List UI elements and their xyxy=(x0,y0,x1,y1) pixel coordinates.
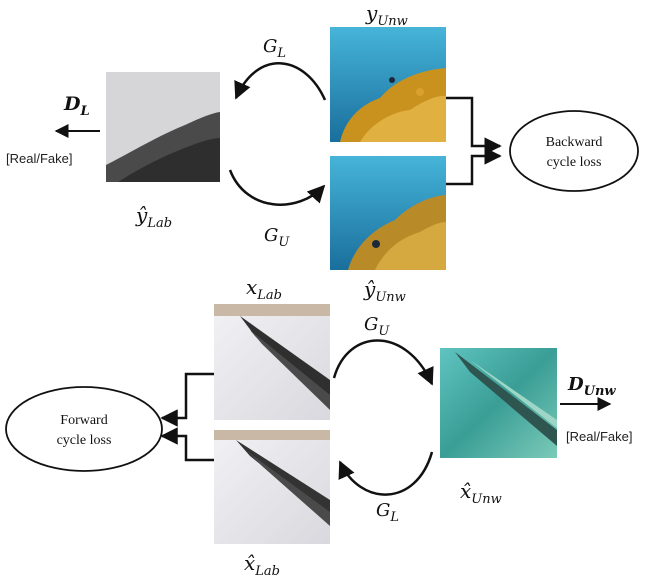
connector-x-hat-lab-to-forward xyxy=(160,427,214,462)
image-x-hat-unw xyxy=(440,348,557,458)
label-y-hat-lab: ŷLab xyxy=(135,203,172,231)
image-x-lab xyxy=(214,304,330,420)
forward-loss-line2: cycle loss xyxy=(57,433,112,448)
label-d-unw: DUnw xyxy=(567,374,616,399)
label-y-hat-unw: ŷUnw xyxy=(363,277,406,305)
arrow-g-l-top xyxy=(234,62,327,101)
real-fake-top: [Real/Fake] xyxy=(6,151,72,166)
arrow-g-u-top xyxy=(228,169,326,206)
label-x-hat-lab: x̂Lab xyxy=(244,551,280,579)
image-y-hat-unw xyxy=(330,156,446,270)
real-fake-bottom: [Real/Fake] xyxy=(566,429,632,444)
backward-loss-line1: Backward xyxy=(546,135,603,150)
label-x-lab: xLab xyxy=(246,275,282,303)
label-x-hat-unw: x̂Unw xyxy=(460,479,502,507)
label-y-unw: yUnw xyxy=(365,1,408,29)
label-g-l-top: GL xyxy=(263,36,286,61)
image-y-unw xyxy=(330,27,446,142)
image-y-hat-lab xyxy=(106,72,220,182)
image-x-hat-lab xyxy=(214,430,330,544)
arrow-g-u-bottom xyxy=(332,339,434,386)
label-g-l-bottom: GL xyxy=(376,500,399,525)
label-g-u-top: GU xyxy=(264,225,290,250)
forward-loss-ellipse xyxy=(5,386,163,472)
backward-loss-line2: cycle loss xyxy=(547,155,602,170)
backward-loss-ellipse xyxy=(509,110,639,192)
connector-x-lab-to-forward xyxy=(160,372,214,427)
forward-loss-line1: Forward xyxy=(60,413,107,428)
label-g-u-bottom: GU xyxy=(364,314,390,339)
connector-y-unw-to-backward xyxy=(446,96,502,155)
label-d-l: DL xyxy=(63,93,90,119)
connector-y-hat-unw-to-backward xyxy=(446,147,502,186)
arrow-g-l-bottom xyxy=(338,451,434,496)
